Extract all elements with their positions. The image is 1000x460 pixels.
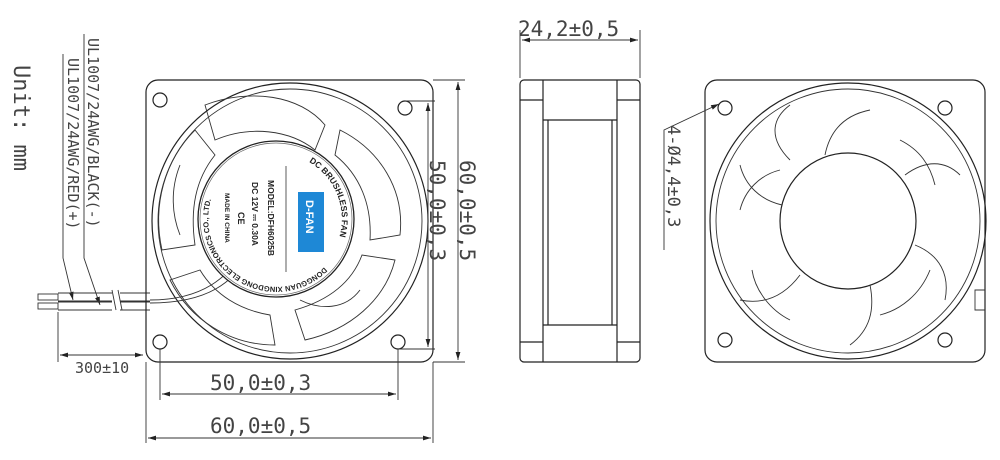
- brand-logo: D-FAN: [303, 200, 315, 234]
- hole-spacing-horizontal-value: 50,0±0,3: [210, 371, 311, 395]
- rating-text: DC 12V ⎓ 0.30A: [250, 182, 260, 246]
- side-dimensions: [519, 30, 641, 78]
- front-view: D-FAN MODEL:DFH6025B DC 12V ⎓ 0.30A CE M…: [145, 79, 434, 363]
- front-dimensions: [145, 79, 465, 443]
- width-value: 60,0±0,5: [210, 414, 311, 438]
- wire-length-dimension: [57, 312, 143, 362]
- back-fan-blades: [739, 104, 961, 346]
- hole-spacing-vertical-value: 50,0±0,3: [425, 160, 449, 261]
- ce-mark: CE: [236, 212, 246, 225]
- made-in-text: MADE IN CHINA: [223, 193, 230, 243]
- brand-badge: [298, 192, 324, 252]
- wire-length-value: 300±10: [75, 359, 129, 377]
- model-text: MODEL:DFH6025B: [266, 180, 276, 256]
- holes-value: 4-Ø4,4±0,3: [663, 125, 683, 227]
- depth-value: 24,2±0,5: [518, 17, 619, 41]
- back-view: [704, 79, 987, 363]
- fan-blades: [158, 95, 402, 346]
- wire-leaders: [62, 34, 101, 306]
- hole-leader: [663, 103, 720, 250]
- wire-red-label: UL1007/24AWG/RED(+): [64, 58, 82, 230]
- side-view: [519, 79, 641, 363]
- unit-label: Unit: mm: [8, 65, 33, 171]
- height-value: 60,0±0,5: [455, 160, 479, 261]
- wire-black-label: UL1007/24AWG/BLACK(-): [84, 38, 102, 228]
- fan-label: D-FAN MODEL:DFH6025B DC 12V ⎓ 0.30A CE M…: [197, 140, 355, 298]
